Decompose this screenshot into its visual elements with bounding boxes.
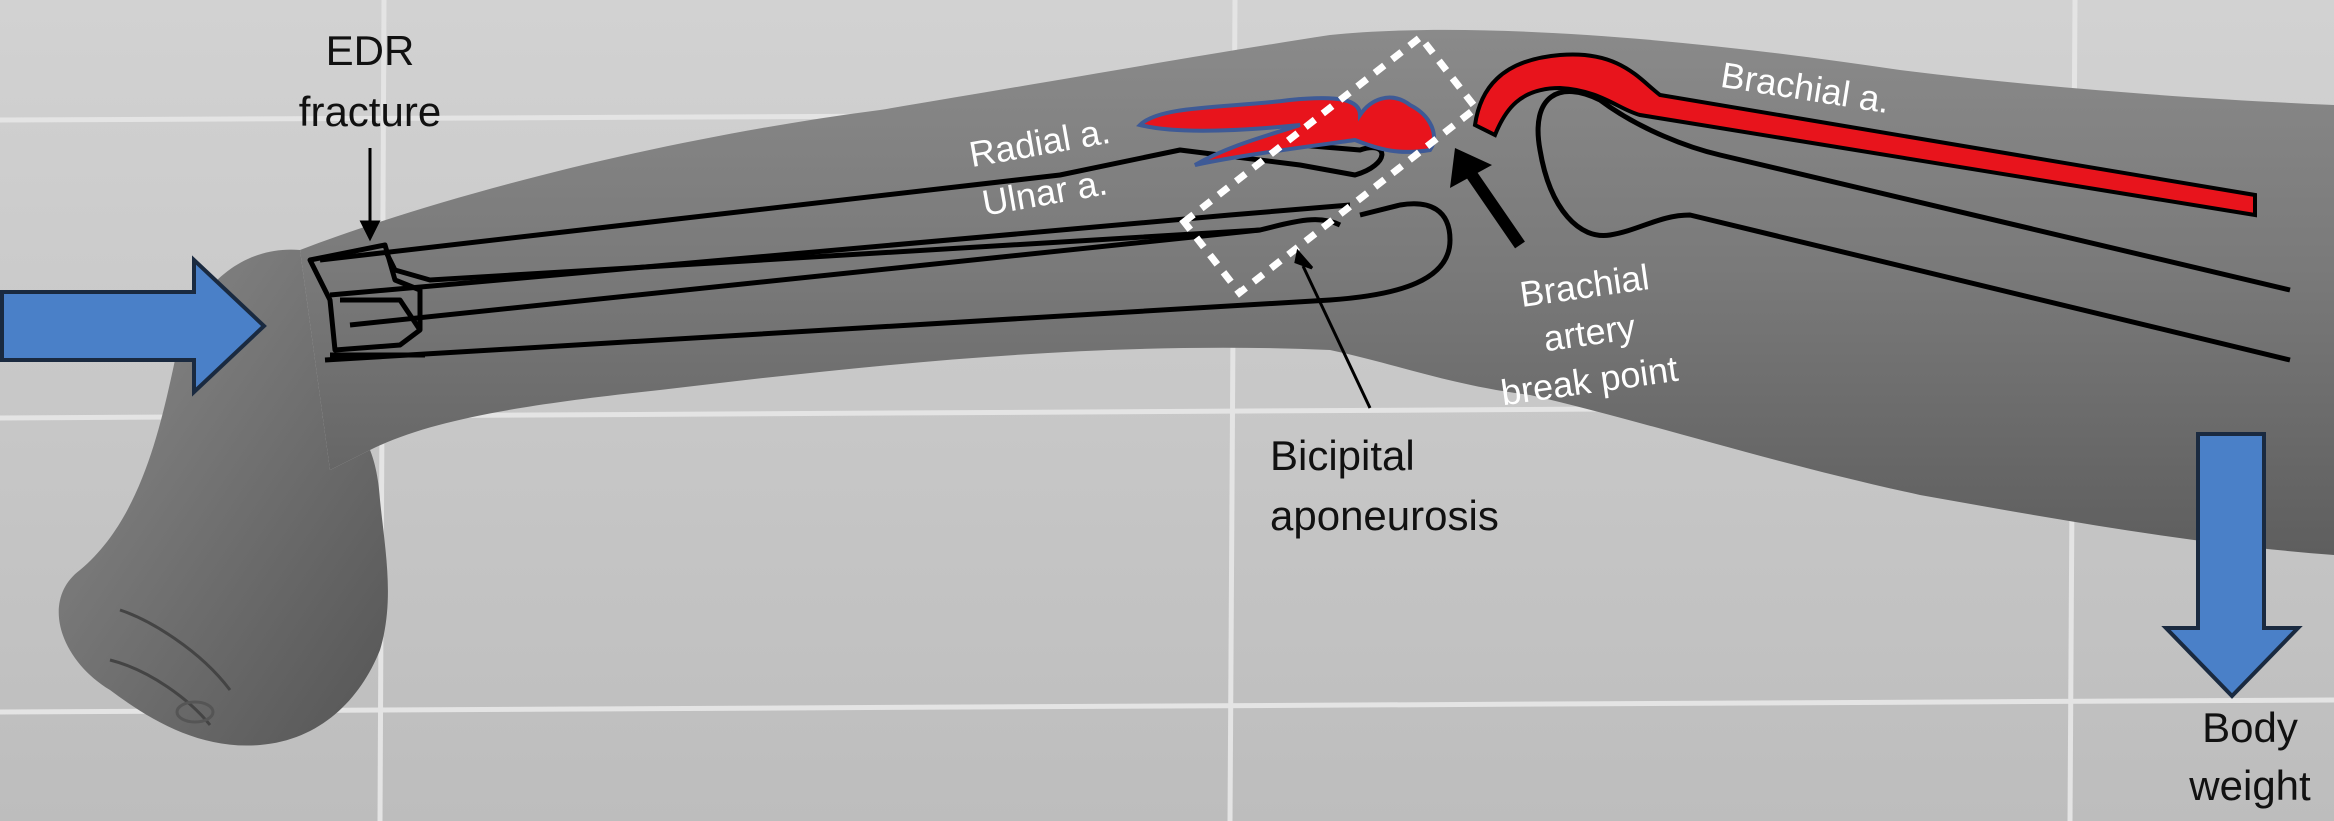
bicipital-dashed-box — [1179, 32, 1481, 298]
radial-ulnar-arteries — [1136, 95, 1436, 167]
body-weight-label-line2: weight — [2188, 762, 2311, 809]
bone-outlines — [307, 89, 2291, 363]
fist — [58, 249, 388, 746]
edr-label-line1: EDR — [326, 27, 415, 74]
bicipital-label-line1: Bicipital — [1270, 432, 1415, 479]
pointer-lines — [359, 148, 1372, 409]
arrow-up-left-icon — [1450, 148, 1525, 249]
arrow-right-icon — [0, 255, 267, 397]
brachial-artery — [1472, 52, 2257, 218]
bicipital-label-line2: aponeurosis — [1270, 492, 1499, 539]
arrow-down-icon — [2161, 432, 2303, 699]
body-weight-label-line1: Body — [2202, 704, 2298, 751]
edr-label-line2: fracture — [299, 88, 441, 135]
